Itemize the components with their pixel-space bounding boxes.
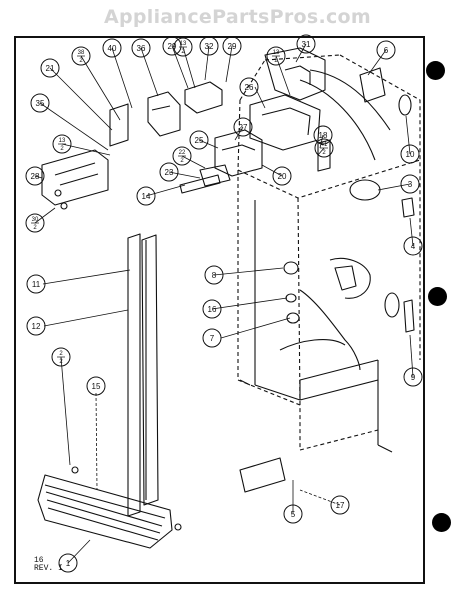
callout-label: 12 [32, 322, 41, 331]
callout-label: 31 [302, 40, 311, 49]
fraction-numerator: 13 [59, 138, 66, 144]
callout-label: 25 [195, 136, 204, 145]
callout-circles [25, 34, 423, 573]
watermark-text: AppliancePartsPros.com [103, 6, 371, 28]
callout-label: 3 [408, 180, 413, 189]
fraction-numerator: 13 [273, 50, 280, 56]
fraction-denominator: 2 [59, 359, 63, 365]
binder-hole-bottom [432, 513, 451, 532]
callout-label: 36 [137, 44, 146, 53]
callout-label: 15 [92, 382, 101, 391]
callout-label: 26 [245, 83, 254, 92]
callout-label: 21 [46, 64, 55, 73]
fraction-numerator: 41 [321, 142, 328, 148]
callout-label: 8 [212, 271, 217, 280]
callout-label: 28 [31, 172, 40, 181]
fraction-denominator: 2 [79, 58, 83, 64]
binder-hole-top [426, 61, 445, 80]
diagram-frame [14, 36, 425, 584]
callout-label: 14 [142, 192, 151, 201]
air-duct-assembly [279, 69, 391, 371]
callout-label: 9 [411, 373, 416, 382]
callout-label: 23 [165, 168, 174, 177]
callout-label: 18 [319, 131, 328, 140]
fraction-denominator: 2 [180, 158, 184, 164]
callout-label: 1 [66, 559, 71, 568]
callout-label: 20 [278, 172, 287, 181]
callout-label: 17 [336, 501, 345, 510]
fraction-numerator: 22 [179, 150, 186, 156]
fraction-denominator: 2 [274, 58, 278, 64]
trim-strips [127, 233, 159, 517]
fraction-denominator: 2 [33, 225, 37, 231]
fraction-dividers [31, 46, 328, 358]
fraction-denominator: 2 [181, 49, 185, 55]
cabinet-front-edge [239, 200, 393, 453]
binder-hole-middle [428, 287, 447, 306]
callout-label: 11 [32, 280, 41, 289]
revision-page-number: 16 [34, 556, 44, 565]
callout-label: 10 [406, 150, 415, 159]
callout-label: 6 [384, 46, 389, 55]
damper-bracket [109, 81, 223, 147]
callout-label: 35 [36, 99, 45, 108]
callout-label: 32 [205, 42, 214, 51]
fraction-denominator: 2 [322, 150, 326, 156]
leader-lines [34, 43, 414, 564]
fraction-numerator: 2 [59, 351, 63, 357]
toe-grille [37, 466, 182, 549]
callout-label: 5 [291, 510, 296, 519]
fraction-numerator: 30 [32, 217, 39, 223]
control-housing [179, 47, 326, 194]
revision-note: 16 REV. I [34, 557, 63, 573]
fraction-numerator: 38 [78, 50, 85, 56]
fraction-numerator: 13 [180, 41, 187, 47]
callout-label: 16 [208, 305, 217, 314]
fraction-denominator: 2 [60, 146, 64, 152]
callout-label: 4 [411, 242, 416, 251]
callout-label: 29 [168, 42, 177, 51]
revision-label: REV. I [34, 564, 63, 573]
callout-label: 7 [210, 334, 215, 343]
callout-label: 29 [228, 42, 237, 51]
callout-label: 40 [108, 44, 117, 53]
callout-label: 27 [239, 123, 248, 132]
dispenser-panel [41, 149, 109, 210]
